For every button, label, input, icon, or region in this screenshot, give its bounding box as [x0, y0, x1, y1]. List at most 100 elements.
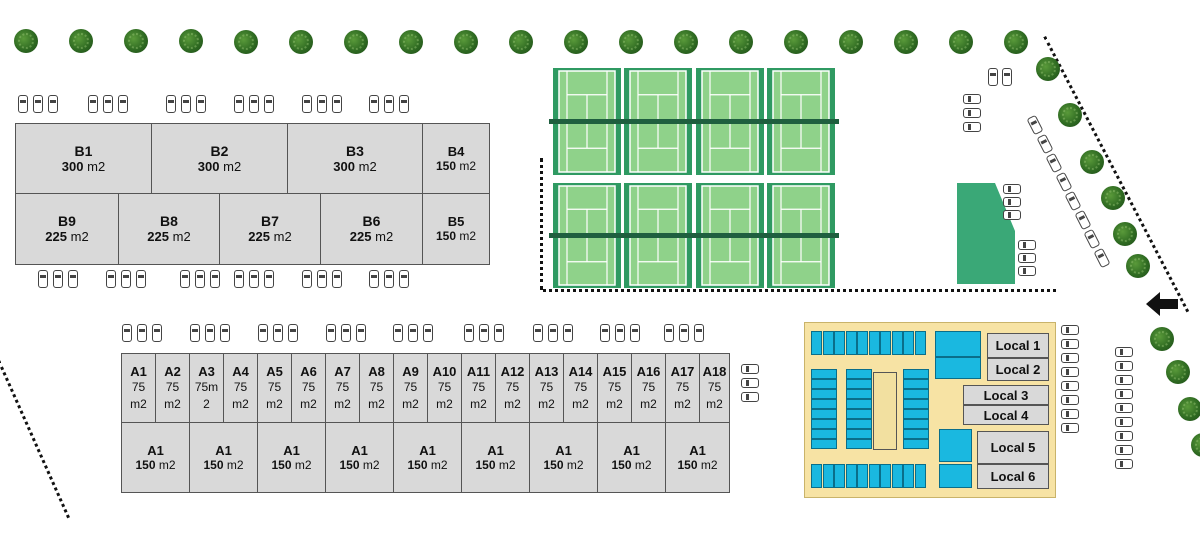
local-3[interactable]: Local 3: [963, 385, 1049, 405]
unit-name: B2: [210, 142, 229, 159]
car-icon: [963, 122, 981, 132]
unit-a10[interactable]: A10 75 m2: [427, 353, 462, 423]
unit-name: A1: [130, 363, 147, 379]
unit-a7[interactable]: A7 75 m2: [325, 353, 360, 423]
car-icon: [548, 324, 558, 342]
unit-b9[interactable]: B9 225 m2: [15, 193, 119, 265]
car-icon: [137, 324, 147, 342]
unit-area-line1: 75: [607, 379, 622, 394]
unit-a12[interactable]: A12 75 m2: [495, 353, 530, 423]
unit-a1-large[interactable]: A1 150 m2: [189, 422, 258, 493]
unit-a1-large[interactable]: A1 150 m2: [529, 422, 598, 493]
unit-name: B8: [160, 213, 178, 229]
unit-name: B1: [74, 142, 93, 159]
unit-area-line1: 75: [707, 379, 722, 394]
unit-a11[interactable]: A11 75 m2: [461, 353, 496, 423]
car-icon: [479, 324, 489, 342]
parking-bay: [903, 399, 929, 409]
unit-area-unit: m2: [362, 457, 380, 472]
unit-area-line2: m2: [504, 396, 521, 411]
unit-a16[interactable]: A16 75 m2: [631, 353, 666, 423]
car-icon: [679, 324, 689, 342]
car-icon: [1115, 389, 1133, 399]
unit-b5[interactable]: B5 150 m2: [422, 193, 490, 265]
car-icon: [1054, 171, 1073, 193]
unit-area-line1: 75: [437, 379, 452, 394]
unit-b3[interactable]: B3 300 m2: [287, 123, 423, 194]
unit-name: A13: [534, 363, 559, 379]
unit-area-number: 150: [271, 457, 292, 472]
local-5[interactable]: Local 5: [977, 431, 1049, 464]
car-icon: [1061, 423, 1079, 433]
unit-a1-large[interactable]: A1 150 m2: [257, 422, 326, 493]
parking-bay: [811, 464, 822, 488]
unit-a1-large[interactable]: A1 150 m2: [461, 422, 530, 493]
tree-icon: [344, 30, 368, 54]
unit-a18[interactable]: A18 75 m2: [699, 353, 730, 423]
unit-a1-small[interactable]: A1 75 m2: [121, 353, 156, 423]
local-4[interactable]: Local 4: [963, 405, 1049, 425]
unit-a1-large[interactable]: A1 150 m2: [597, 422, 666, 493]
local-6[interactable]: Local 6: [977, 464, 1049, 489]
unit-a9[interactable]: A9 75 m2: [393, 353, 428, 423]
unit-area-unit: m2: [273, 229, 292, 244]
unit-name: A1: [351, 442, 368, 458]
unit-b6[interactable]: B6 225 m2: [320, 193, 423, 265]
parking-bay: [903, 409, 929, 419]
unit-a13[interactable]: A13 75 m2: [529, 353, 564, 423]
car-icon: [399, 270, 409, 288]
car-icon: [190, 324, 200, 342]
unit-a1-large[interactable]: A1 150 m2: [393, 422, 462, 493]
unit-a14[interactable]: A14 75 m2: [563, 353, 598, 423]
unit-a1-large[interactable]: A1 150 m2: [325, 422, 394, 493]
unit-a5[interactable]: A5 75 m2: [257, 353, 292, 423]
unit-a1-large[interactable]: A1 150 m2: [121, 422, 190, 493]
car-icon: [1115, 459, 1133, 469]
unit-b8[interactable]: B8 225 m2: [118, 193, 220, 265]
unit-area-number: 150: [611, 457, 632, 472]
parking-block: [935, 331, 981, 357]
unit-name: A3: [198, 363, 215, 379]
car-icon: [234, 95, 244, 113]
left-arrow-icon: [1146, 292, 1178, 321]
unit-b2[interactable]: B2 300 m2: [151, 123, 288, 194]
car-icon: [563, 324, 573, 342]
unit-b1[interactable]: B1 300 m2: [15, 123, 152, 194]
car-icon: [302, 270, 312, 288]
parking-bay: [857, 464, 868, 488]
unit-area-line1: 75: [539, 379, 554, 394]
car-icon: [234, 270, 244, 288]
car-icon: [1115, 431, 1133, 441]
unit-a2[interactable]: A2 75 m2: [155, 353, 190, 423]
unit-name: A1: [555, 442, 572, 458]
local-1[interactable]: Local 1: [987, 333, 1049, 358]
unit-area-line2: 2: [203, 396, 210, 411]
car-icon: [288, 324, 298, 342]
unit-a15[interactable]: A15 75 m2: [597, 353, 632, 423]
tree-icon: [784, 30, 808, 54]
unit-area-line1: 75: [233, 379, 248, 394]
tree-icon: [234, 30, 258, 54]
unit-a8[interactable]: A8 75 m2: [359, 353, 394, 423]
unit-a17[interactable]: A17 75 m2: [665, 353, 700, 423]
unit-area-unit: m2: [158, 457, 176, 472]
local-2[interactable]: Local 2: [987, 358, 1049, 381]
unit-b4[interactable]: B4 150 m2: [422, 123, 490, 194]
unit-area-unit: m2: [172, 229, 191, 244]
unit-name: A15: [602, 363, 627, 379]
unit-a6[interactable]: A6 75 m2: [291, 353, 326, 423]
car-icon: [408, 324, 418, 342]
car-icon: [33, 95, 43, 113]
car-icon: [1061, 395, 1079, 405]
car-icon: [118, 95, 128, 113]
unit-a4[interactable]: A4 75 m2: [223, 353, 258, 423]
unit-a1-large[interactable]: A1 150 m2: [665, 422, 730, 493]
unit-area-unit: m2: [223, 158, 242, 174]
unit-area-line1: 75: [335, 379, 350, 394]
tree-icon: [949, 30, 973, 54]
car-icon: [384, 95, 394, 113]
unit-b7[interactable]: B7 225 m2: [219, 193, 321, 265]
unit-a3[interactable]: A3 75m 2: [189, 353, 224, 423]
tree-icon: [124, 29, 148, 53]
car-icon: [332, 270, 342, 288]
